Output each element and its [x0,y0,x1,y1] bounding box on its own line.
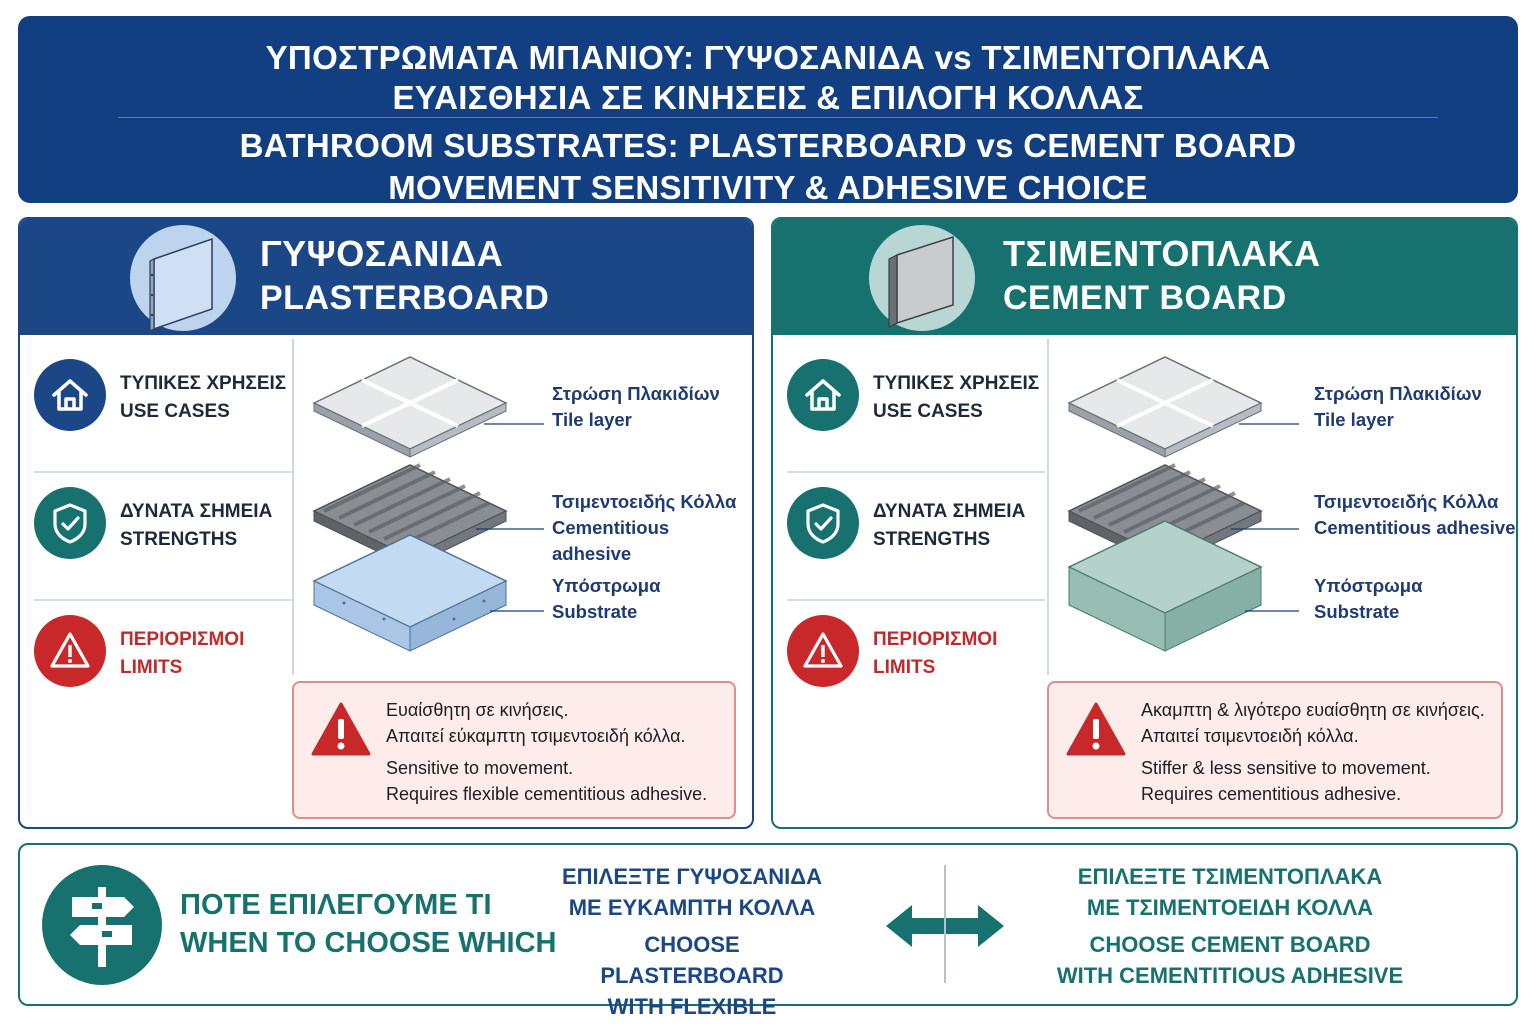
tile-layer-label: Στρώση Πλακιδίων Tile layer [552,383,720,430]
limits-label-gr: ΠΕΡΙΟΡΙΣΜΟΙ [873,629,998,650]
cementboard-header: ΤΣΙΜΕΝΤΟΠΛΑΚΑ CEMENT BOARD [773,219,1516,335]
use-cases-label-gr: ΤΥΠΙΚΕΣ ΧΡΗΣΕΙΣ [873,373,1040,394]
title-divider [118,117,1438,118]
warning-icon [1066,702,1126,756]
adhesive-layer-label: Τσιμεντοειδής Κόλλα Cementitious adhesiv… [1314,491,1516,538]
use-cases-label-en: USE CASES [873,401,983,422]
cementboard-title-en: CEMENT BOARD [1003,279,1287,317]
plasterboard-board-icon [130,225,236,332]
title-english-line1: BATHROOM SUBSTRATES: PLASTERBOARD vs CEM… [239,127,1297,164]
substrate-layer-label: Υπόστρωμα Substrate [552,575,661,622]
house-icon [787,359,859,431]
strengths-label-gr: ΔΥΝΑΤΑ ΣΗΜΕΙΑ [120,501,273,522]
use-cases-row: ΤΥΠΙΚΕΣ ΧΡΗΣΕΙΣ USE CASES [34,343,292,443]
row-divider [787,471,1045,473]
cementboard-panel: ΤΣΙΜΕΝΤΟΠΛΑΚΑ CEMENT BOARD ΤΥΠΙΚΕΣ ΧΡΗΣΕ… [771,217,1518,829]
strengths-label-gr: ΔΥΝΑΤΑ ΣΗΜΕΙΑ [873,501,1026,522]
cementboard-layer-diagram [1067,356,1299,652]
plasterboard-warning-box: Ευαίσθητη σε κινήσεις. Απαιτεί εύκαμπτη … [292,681,736,819]
column-divider [1047,339,1049,675]
tile-layer-label: Στρώση Πλακιδίων Tile layer [1314,383,1482,430]
warning-icon [34,615,106,687]
strengths-label-en: STRENGTHS [120,529,238,550]
strengths-row: ΔΥΝΑΤΑ ΣΗΜΕΙΑ STRENGTHS [787,471,1045,571]
tile-layer-graphic [1067,356,1263,458]
shield-check-icon [34,487,106,559]
strengths-row: ΔΥΝΑΤΑ ΣΗΜΕΙΑ STRENGTHS [34,471,292,571]
substrate-layer-label: Υπόστρωμα Substrate [1314,575,1423,622]
limits-row: ΠΕΡΙΟΡΙΣΜΟΙ LIMITS [787,599,1045,699]
plasterboard-header: ΓΥΨΟΣΑΝΙΔΑ PLASTERBOARD [20,219,752,335]
substrate-layer-graphic [1067,520,1263,652]
row-divider [787,599,1045,601]
title-greek-line2: ΕΥΑΙΣΘΗΣΙΑ ΣΕ ΚΙΝΗΣΕΙΣ & ΕΠΙΛΟΓΗ ΚΟΛΛΑΣ [392,79,1144,116]
use-cases-label-gr: ΤΥΠΙΚΕΣ ΧΡΗΣΕΙΣ [120,373,287,394]
row-divider [34,599,292,601]
choose-plasterboard: ΕΠΙΛΕΞΤΕ ΓΥΨΟΣΑΝΙΔΑ ΜΕ ΕΥΚΑΜΠΤΗ ΚΟΛΛΑ CH… [561,864,822,1019]
limits-row: ΠΕΡΙΟΡΙΣΜΟΙ LIMITS [34,599,292,699]
signpost-icon [42,865,162,985]
plasterboard-panel: ΓΥΨΟΣΑΝΙΔΑ PLASTERBOARD ΤΥΠΙΚΕΣ ΧΡΗΣΕΙΣ … [18,217,754,829]
title-banner: ΥΠΟΣΤΡΩΜΑΤΑ ΜΠΑΝΙΟΥ: ΓΥΨΟΣΑΝΙΔΑ vs ΤΣΙΜΕ… [18,16,1518,206]
title-english-line2: MOVEMENT SENSITIVITY & ADHESIVE CHOICE [388,169,1148,206]
tile-layer-graphic [312,356,508,458]
substrate-layer-graphic [312,534,508,652]
plasterboard-title-en: PLASTERBOARD [260,279,550,317]
use-cases-row: ΤΥΠΙΚΕΣ ΧΡΗΣΕΙΣ USE CASES [787,343,1045,443]
choice-divider [944,865,946,983]
limits-label-gr: ΠΕΡΙΟΡΙΣΜΟΙ [120,629,245,650]
house-icon [34,359,106,431]
choose-cementboard: ΕΠΙΛΕΞΤΕ ΤΣΙΜΕΝΤΟΠΛΑΚΑ ΜΕ ΤΣΙΜΕΝΤΟΕΙΔΗ Κ… [1056,864,1404,988]
warning-text-en: Sensitive to movement. Requires flexible… [386,758,708,804]
strengths-label-en: STRENGTHS [873,529,991,550]
plasterboard-layer-diagram [312,356,544,652]
shield-check-icon [787,487,859,559]
plasterboard-title-gr: ΓΥΨΟΣΑΝΙΔΑ [260,233,504,274]
question-en: WHEN TO CHOOSE WHICH [180,927,557,959]
warning-text-gr: Ευαίσθητη σε κινήσεις. Απαιτεί εύκαμπτη … [386,700,686,746]
decision-strip: ΠΟΤΕ ΕΠΙΛΕΓΟΥΜΕ ΤΙ WHEN TO CHOOSE WHICH … [18,843,1518,1019]
column-divider [292,339,294,675]
warning-icon [311,702,371,756]
row-divider [34,471,292,473]
limits-label-en: LIMITS [873,657,936,678]
warning-icon [787,615,859,687]
warning-text-en: Stiffer & less sensitive to movement. Re… [1141,758,1431,804]
cementboard-board-icon [869,225,975,331]
cementboard-warning-box: Ακαμπτη & λιγότερο ευαίσθητη σε κινήσεις… [1047,681,1503,819]
cementboard-title-gr: ΤΣΙΜΕΝΤΟΠΛΑΚΑ [1003,233,1321,274]
title-greek-line1: ΥΠΟΣΤΡΩΜΑΤΑ ΜΠΑΝΙΟΥ: ΓΥΨΟΣΑΝΙΔΑ vs ΤΣΙΜΕ… [265,39,1271,76]
limits-label-en: LIMITS [120,657,183,678]
warning-text-gr: Ακαμπτη & λιγότερο ευαίσθητη σε κινήσεις… [1141,700,1485,746]
adhesive-layer-label: Τσιμεντοειδής Κόλλα Cementitious adhesiv… [552,491,737,564]
question-gr: ΠΟΤΕ ΕΠΙΛΕΓΟΥΜΕ ΤΙ [180,889,492,921]
use-cases-label-en: USE CASES [120,401,230,422]
